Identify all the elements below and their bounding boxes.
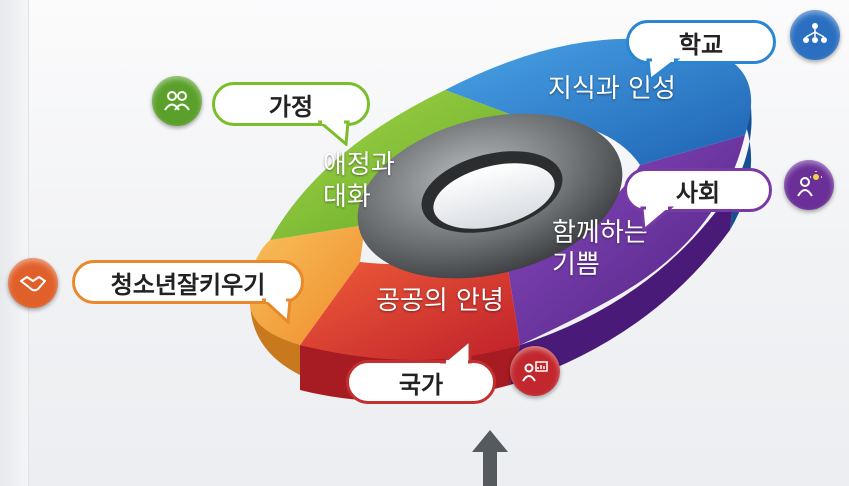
bubble-school-tail xyxy=(646,58,680,82)
bubble-school: 학교 xyxy=(626,20,776,64)
bubble-youth-text: 청소년잘키우기 xyxy=(110,270,266,299)
bubble-society-text: 사회 xyxy=(675,178,721,207)
bubble-society-tail xyxy=(640,206,674,232)
bubble-youth: 청소년잘키우기 xyxy=(72,260,304,304)
bubble-state-text: 국가 xyxy=(398,370,444,399)
bubble-family-tail xyxy=(318,120,350,146)
ring-hole xyxy=(433,163,555,229)
ring-side-youth xyxy=(250,300,300,375)
presenter-chart-icon xyxy=(510,346,560,396)
bubble-state-tail xyxy=(440,338,472,364)
people-idea-icon xyxy=(784,160,834,210)
family-people-icon xyxy=(152,76,202,126)
ring-side-society xyxy=(510,185,735,385)
segment-state-label: 공공의 안녕 xyxy=(376,286,504,316)
segment-school-label: 지식과 인성 xyxy=(548,74,676,104)
left-wall xyxy=(0,0,29,486)
bubble-school-text: 학교 xyxy=(678,30,724,59)
segment-family-label: 애정과 대화 xyxy=(323,150,395,212)
bubble-family: 가정 xyxy=(212,82,370,126)
handshake-icon xyxy=(8,258,58,308)
bubble-youth-tail xyxy=(262,298,292,324)
bubble-state: 국가 xyxy=(346,360,496,404)
segment-society-label: 함께하는 기쁨 xyxy=(552,218,648,280)
bubble-family-text: 가정 xyxy=(268,92,314,121)
segment-school xyxy=(445,38,752,165)
up-arrow-icon xyxy=(472,430,508,486)
group-network-icon xyxy=(790,10,840,60)
bubble-society: 사회 xyxy=(624,168,772,212)
